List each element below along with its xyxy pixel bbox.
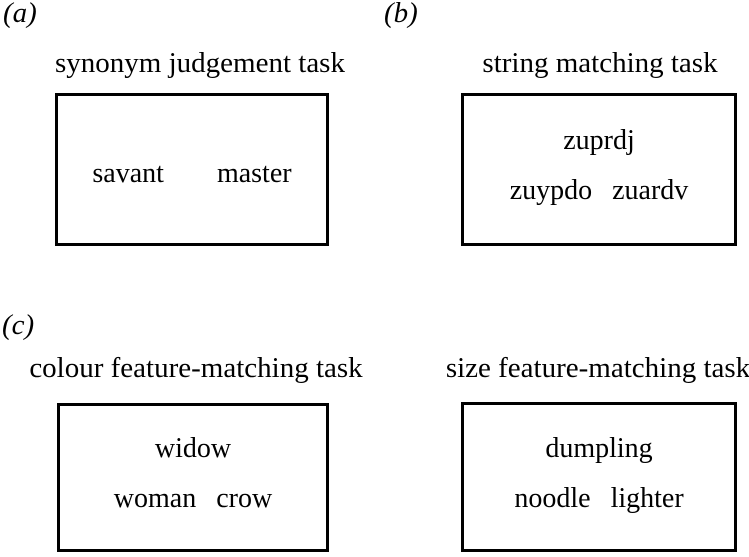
choice-word-right: crow [216,483,273,514]
choice-word-left: woman [113,483,197,514]
choice-word-left: noodle [514,482,591,514]
choice-word-right: lighter [610,482,684,514]
target-word: widow [154,433,232,464]
choice-strings-row: zuypdo zuardv [510,166,689,216]
size-matching-task-title: size feature-matching task [445,352,749,384]
size-matching-stimulus-box: dumpling noodle lighter [461,402,737,552]
stimulus-word-right: master [216,158,292,189]
panel-label-c: (c) [2,309,35,341]
choice-words-row: noodle lighter [514,474,683,524]
string-matching-task-title: string matching task [482,47,718,79]
synonym-word-pair: savant master [92,158,291,189]
target-string-row: zuprdj [563,116,635,166]
panel-label-a: (a) [3,0,37,29]
string-matching-stimuli: zuprdj zuypdo zuardv [510,116,689,216]
colour-matching-stimuli: widow woman crow [114,424,272,524]
synonym-task-stimulus-box: savant master [55,93,329,246]
choice-string-left: zuypdo [509,175,593,206]
target-word-row: widow [155,424,231,474]
colour-matching-task-title: colour feature-matching task [29,352,363,384]
choice-string-right: zuardv [612,175,689,206]
target-word-row: dumpling [545,424,652,474]
size-matching-stimuli: dumpling noodle lighter [514,424,683,524]
panel-label-b: (b) [384,0,418,29]
synonym-task-title: synonym judgement task [55,47,345,79]
target-word: dumpling [545,432,653,464]
string-matching-stimulus-box: zuprdj zuypdo zuardv [461,93,737,246]
stimulus-word-left: savant [92,158,164,189]
choice-words-row: woman crow [114,474,272,524]
colour-matching-stimulus-box: widow woman crow [57,403,329,552]
target-string: zuprdj [563,125,635,156]
